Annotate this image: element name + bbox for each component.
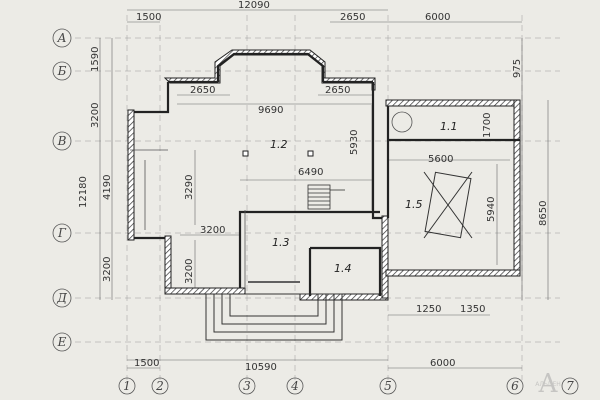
row-axis-e: Е xyxy=(52,332,72,352)
col-axis-5: 5 xyxy=(379,377,397,395)
room-label-1-2: 1.2 xyxy=(270,138,288,151)
svg-text:6: 6 xyxy=(511,379,519,393)
svg-text:1: 1 xyxy=(123,379,131,393)
dim-inner-3200-v: 3200 xyxy=(184,259,195,284)
dim-left-4190: 4190 xyxy=(102,175,113,200)
column-axis-markers: 1 2 3 4 5 6 7 xyxy=(118,377,579,395)
room-label-1-1: 1.1 xyxy=(440,120,458,133)
structural-columns xyxy=(242,150,314,157)
dimension-labels: 12090 1500 2650 6000 1590 3200 12180 419… xyxy=(78,0,549,373)
dim-bottom-6000: 6000 xyxy=(430,358,455,369)
garage-walls xyxy=(385,99,521,277)
dim-inner-5930: 5930 xyxy=(349,130,360,155)
dim-bottom-1250: 1250 xyxy=(416,304,441,315)
svg-text:Д: Д xyxy=(56,291,67,305)
room-label-1-3: 1.3 xyxy=(272,236,290,249)
staircase xyxy=(307,184,345,210)
dim-right-8650: 8650 xyxy=(538,201,549,226)
watermark-logo: A АЛЬПЕН xyxy=(535,369,561,399)
dim-inner-2650-left: 2650 xyxy=(190,85,215,96)
col-axis-6: 6 xyxy=(506,377,524,395)
dim-left-1590: 1590 xyxy=(90,47,101,72)
dim-left-12180: 12180 xyxy=(78,176,89,208)
svg-text:Е: Е xyxy=(57,335,67,349)
row-axis-d: Д xyxy=(52,288,72,308)
dim-top-6000: 6000 xyxy=(425,12,450,23)
svg-text:5: 5 xyxy=(384,379,392,393)
dim-inner-6490: 6490 xyxy=(298,167,323,178)
svg-text:A: A xyxy=(538,369,559,399)
svg-text:А: А xyxy=(56,31,66,45)
svg-text:Б: Б xyxy=(57,64,67,78)
dimension-lines xyxy=(99,9,549,369)
col-axis-1: 1 xyxy=(118,377,136,395)
room-label-1-4: 1.4 xyxy=(334,262,352,275)
dim-top-total: 12090 xyxy=(238,0,270,11)
dim-inner-9690: 9690 xyxy=(258,105,283,116)
crossed-box-symbol xyxy=(423,171,473,239)
row-axis-v: В xyxy=(52,131,72,151)
dim-right-5600: 5600 xyxy=(428,154,453,165)
dim-bottom-1350: 1350 xyxy=(460,304,485,315)
col-axis-3: 3 xyxy=(238,377,256,395)
room-label-1-5: 1.5 xyxy=(405,198,423,211)
svg-text:7: 7 xyxy=(566,379,574,393)
dim-bottom-1500: 1500 xyxy=(134,358,159,369)
col-axis-2: 2 xyxy=(151,377,169,395)
dim-top-left: 1500 xyxy=(136,12,161,23)
dim-inner-3200-h: 3200 xyxy=(200,225,225,236)
row-axis-markers: А Б В Г Д Е xyxy=(52,28,72,352)
dim-right-975: 975 xyxy=(512,59,523,78)
svg-text:Г: Г xyxy=(57,226,67,240)
row-axis-a: А xyxy=(52,28,72,48)
dim-left-3200-bottom: 3200 xyxy=(102,257,113,282)
svg-text:3: 3 xyxy=(243,379,251,393)
dim-right-1700: 1700 xyxy=(482,113,493,138)
dim-bottom-10590: 10590 xyxy=(245,362,277,373)
dim-right-5940: 5940 xyxy=(486,197,497,222)
svg-text:4: 4 xyxy=(290,379,299,393)
svg-text:АЛЬПЕН: АЛЬПЕН xyxy=(535,381,561,388)
svg-text:2: 2 xyxy=(155,379,164,393)
dim-inner-3290: 3290 xyxy=(184,175,195,200)
room-labels: 1.1 1.2 1.3 1.4 1.5 xyxy=(270,120,458,275)
dim-left-3200-top: 3200 xyxy=(90,103,101,128)
row-axis-b: Б xyxy=(52,61,72,81)
dim-top-2650: 2650 xyxy=(340,12,365,23)
row-axis-g: Г xyxy=(52,223,72,243)
interior-walls xyxy=(130,149,382,296)
col-axis-7: 7 xyxy=(561,377,579,395)
entrance-steps xyxy=(205,281,343,341)
dim-inner-2650-right: 2650 xyxy=(325,85,350,96)
svg-text:В: В xyxy=(57,134,67,148)
main-house-walls xyxy=(127,49,389,301)
col-axis-4: 4 xyxy=(286,377,304,395)
